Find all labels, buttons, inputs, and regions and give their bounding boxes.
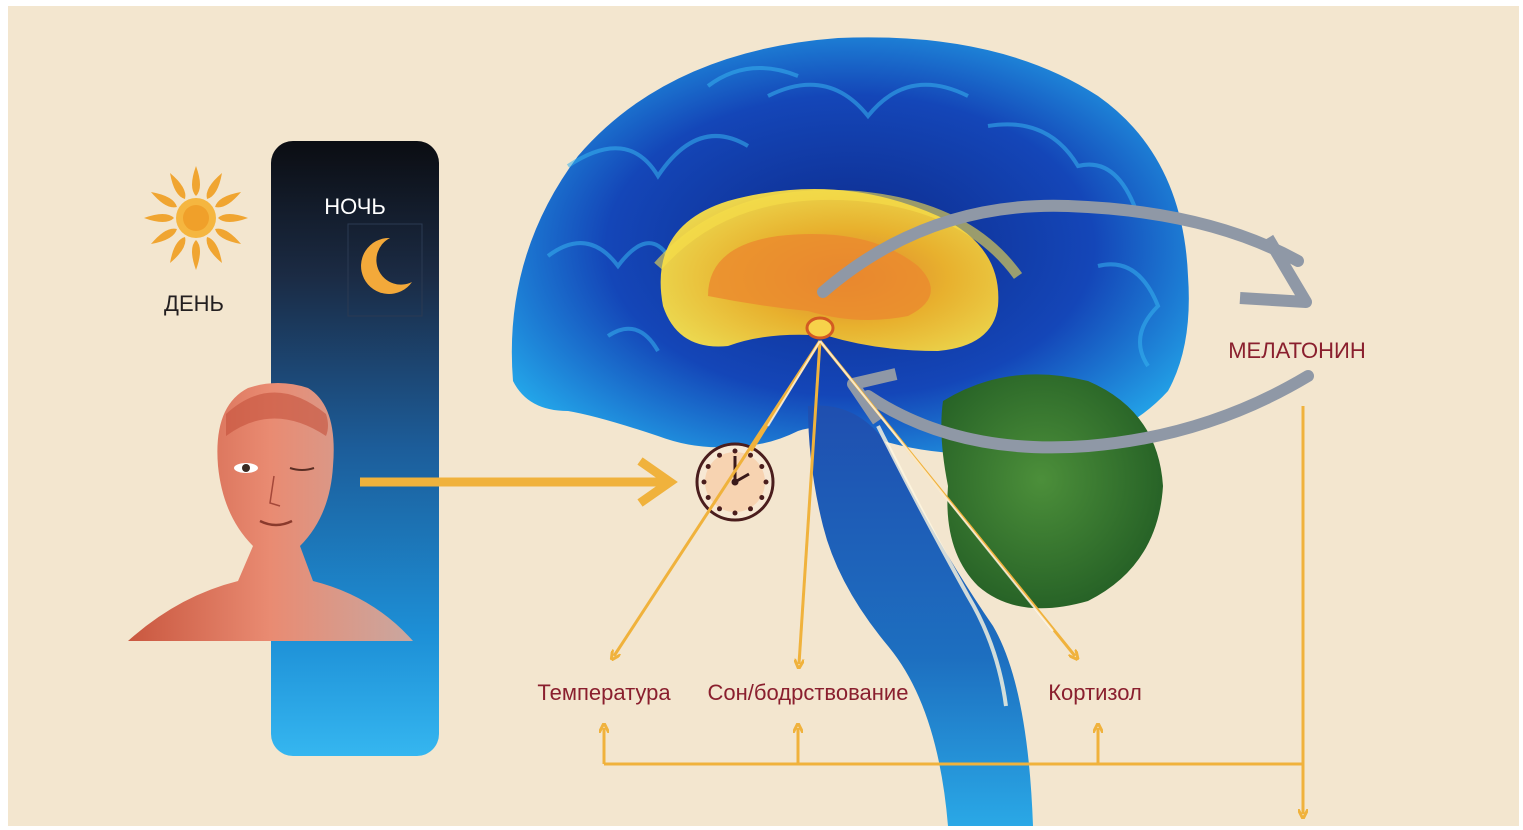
temperature-label: Температура [537, 680, 671, 705]
sleep-wake-label: Сон/бодрствование [708, 680, 909, 705]
pineal-gland [807, 318, 833, 338]
day-label: ДЕНЬ [164, 291, 224, 316]
melatonin-arrowhead-out [1240, 238, 1306, 302]
sun-icon [144, 166, 248, 270]
melatonin-label: МЕЛАТОНИН [1228, 338, 1366, 363]
circadian-diagram: НОЧЬ ДЕНЬ МЕЛАТОНИН Температура Сон/бодр… [8, 6, 1519, 826]
diagram-canvas: НОЧЬ ДЕНЬ МЕЛАТОНИН Температура Сон/бодр… [8, 6, 1519, 826]
clock-icon [697, 444, 773, 520]
cerebellum-illustration [941, 374, 1163, 608]
cortisol-label: Кортизол [1048, 680, 1142, 705]
night-label: НОЧЬ [324, 194, 386, 219]
